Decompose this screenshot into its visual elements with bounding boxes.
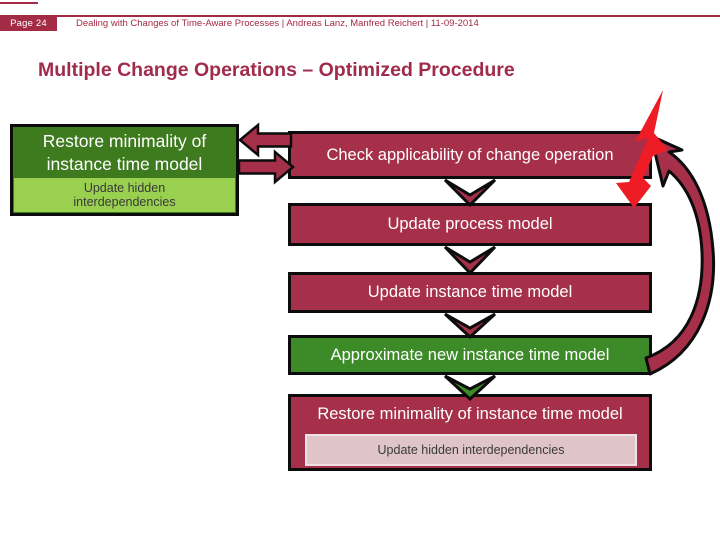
loop-arrow-icon bbox=[644, 134, 716, 376]
arrow-left-icon bbox=[238, 122, 293, 158]
step-update-instance-time-model: Update instance time model bbox=[288, 272, 652, 313]
slide-title: Multiple Change Operations – Optimized P… bbox=[38, 59, 515, 81]
chevron-down-arrow-icon bbox=[443, 178, 497, 208]
page-number-badge: Page 24 bbox=[0, 15, 57, 31]
step-label: Update instance time model bbox=[367, 283, 573, 301]
step-check-applicability: Check applicability of change operation bbox=[288, 131, 652, 179]
step-update-hidden-label: Update hidden interdependencies bbox=[377, 443, 565, 457]
top-left-tab bbox=[0, 2, 38, 4]
step-update-hidden-subbox: Update hidden interdependencies bbox=[305, 434, 637, 466]
left-update-hidden-subbox: Update hidden interdependencies bbox=[14, 178, 235, 212]
header-meta-text: Dealing with Changes of Time-Aware Proce… bbox=[76, 17, 479, 29]
chevron-down-arrow-icon bbox=[443, 312, 497, 340]
arrow-right-icon bbox=[237, 149, 295, 185]
step-label: Restore minimality of instance time mode… bbox=[317, 405, 623, 423]
header-rule bbox=[0, 15, 720, 17]
step-restore-minimality: Restore minimality of instance time mode… bbox=[288, 394, 652, 471]
left-update-hidden-label: Update hidden interdependencies bbox=[73, 181, 176, 209]
chevron-down-arrow-icon bbox=[443, 245, 497, 276]
left-restore-minimality-box: Restore minimality of instance time mode… bbox=[10, 124, 239, 216]
step-approximate-new-model: Approximate new instance time model bbox=[288, 335, 652, 375]
step-label: Approximate new instance time model bbox=[330, 345, 610, 364]
step-update-process-model: Update process model bbox=[288, 203, 652, 246]
step-label: Check applicability of change operation bbox=[326, 145, 614, 164]
left-restore-minimality-label: Restore minimality of instance time mode… bbox=[42, 131, 207, 174]
step-label: Update process model bbox=[387, 215, 553, 233]
